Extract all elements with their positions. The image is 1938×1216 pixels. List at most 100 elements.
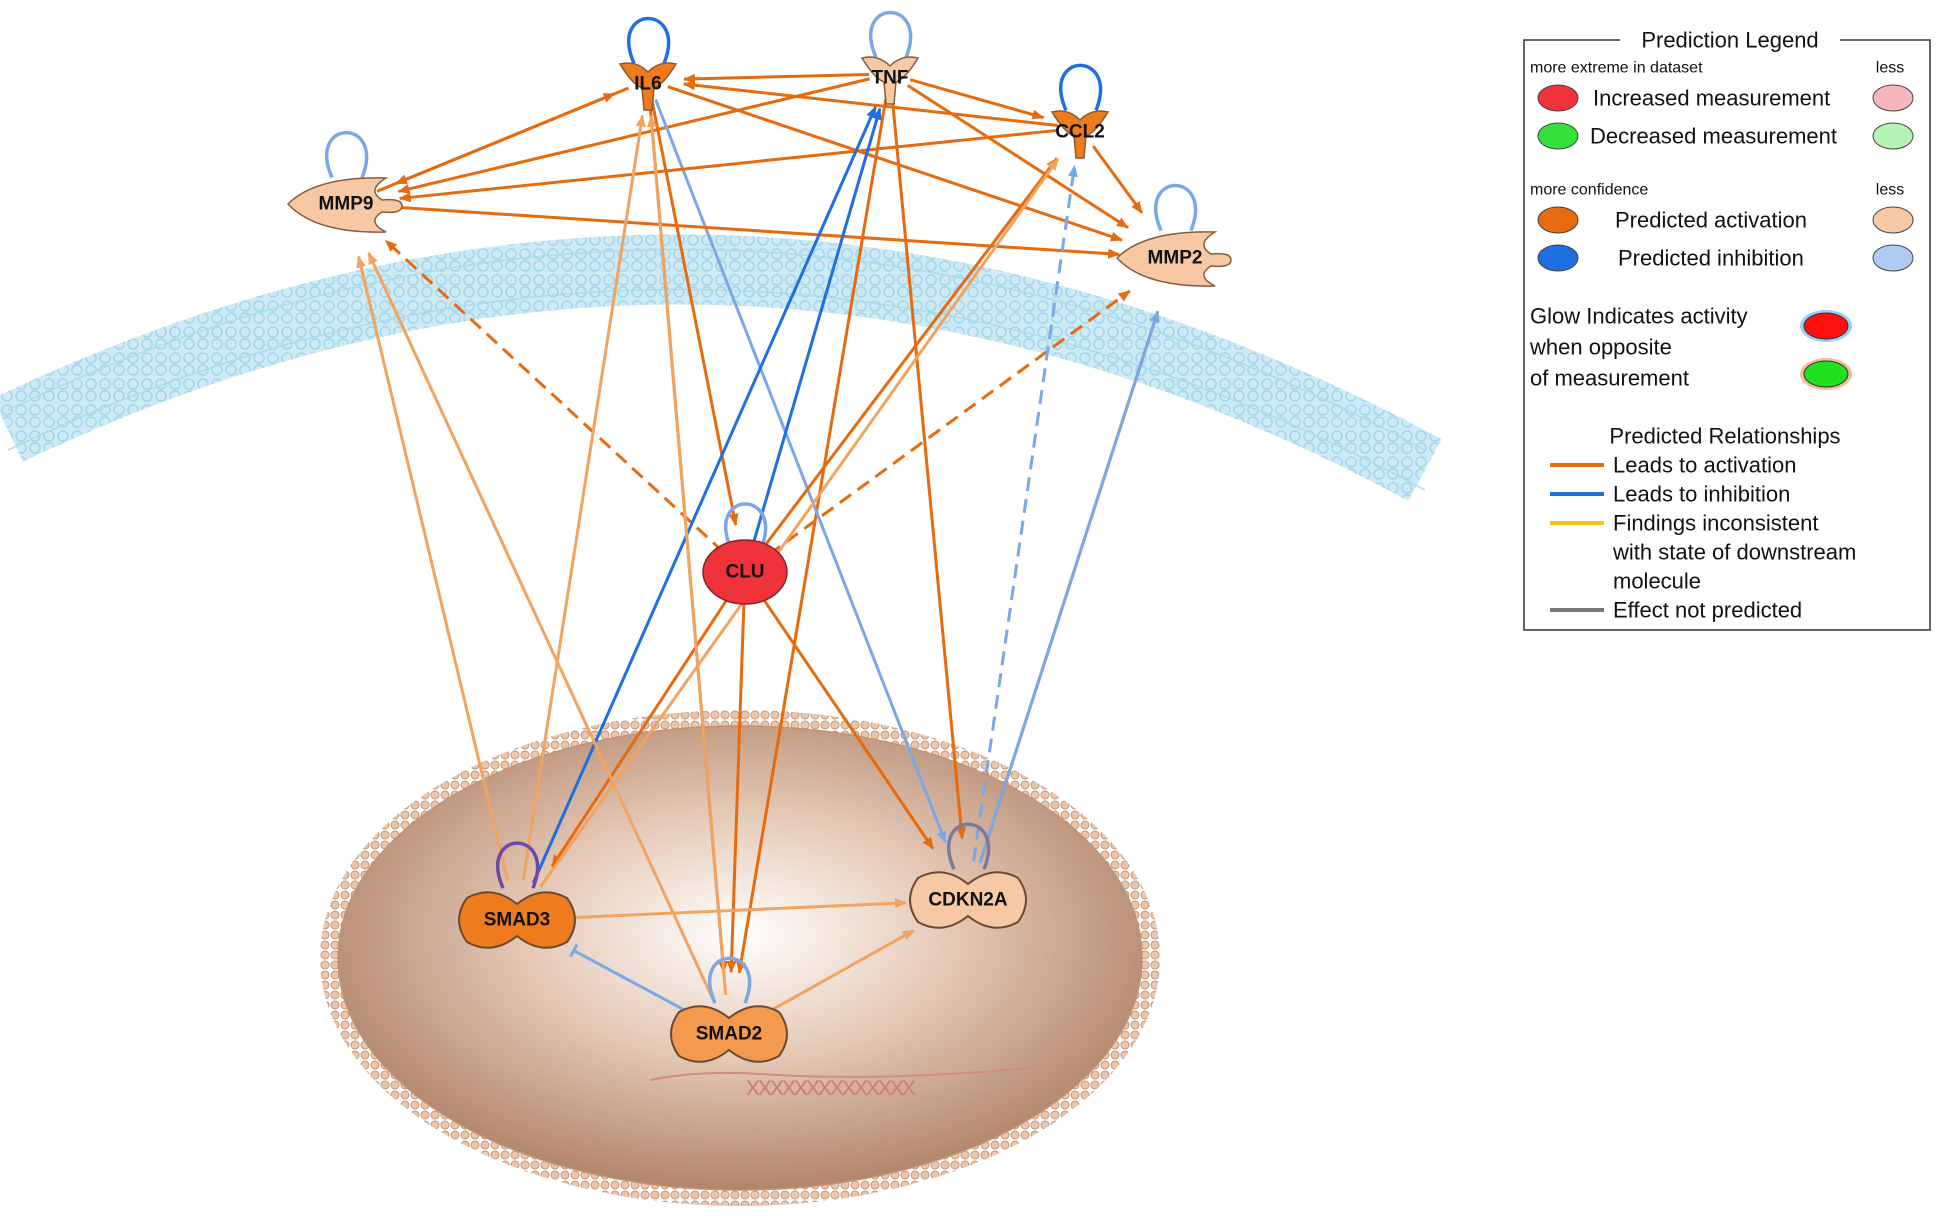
self-loop-mmp9 <box>325 131 369 179</box>
smad2-shape <box>670 1005 788 1063</box>
legend-rel-inconsistent-2: with state of downstream <box>1612 540 1856 565</box>
node-ccl2[interactable]: CCL2 <box>1050 110 1110 159</box>
cdkn2a-shape <box>909 871 1027 929</box>
edge-clu-tnf <box>751 107 882 545</box>
self-loop-il6 <box>627 16 671 65</box>
edge-smad3-il6 <box>521 114 646 881</box>
edge-clu-mmp9 <box>384 239 725 554</box>
inhibition-strong-swatch <box>1537 244 1579 272</box>
confidence-header-left: more confidence <box>1530 182 1648 199</box>
edges-layer <box>325 10 1198 1017</box>
smad2-label: SMAD2 <box>696 1024 763 1045</box>
il6-shape <box>618 62 678 111</box>
legend-rel-inconsistent-3: molecule <box>1613 569 1701 594</box>
self-loop-cdkn2a <box>947 822 991 870</box>
legend-glow-line3: of measurement <box>1530 366 1689 391</box>
plasma-membrane <box>0 234 1442 501</box>
confidence-header-right: less <box>1876 182 1904 199</box>
node-smad3[interactable]: SMAD3 <box>458 891 576 949</box>
node-clu[interactable]: CLU <box>702 539 788 605</box>
edge-smad3-cdkn2a <box>557 898 908 920</box>
legend-glow-line1: Glow Indicates activity <box>1530 304 1748 329</box>
legend-decreased: Decreased measurement <box>1590 124 1837 149</box>
dna-icon: xxxxxxxxxxxxxx <box>746 1070 916 1101</box>
edge-tnf-il6 <box>682 73 870 84</box>
mmp9-shape <box>286 177 403 233</box>
node-mmp2[interactable]: MMP2 <box>1115 231 1232 287</box>
legend-title: Prediction Legend <box>1641 28 1818 53</box>
decreased-strong-swatch <box>1537 122 1579 150</box>
ccl2-shape <box>1050 110 1110 159</box>
edge-clu-cdkn2a <box>760 595 935 850</box>
edge-mmp9-il6 <box>376 92 616 193</box>
edge-smad2-il6 <box>646 114 728 996</box>
legend-rel-not-predicted: Effect not predicted <box>1613 598 1802 623</box>
edge-tnf-ccl2 <box>909 78 1045 120</box>
self-loop-clu <box>724 502 768 550</box>
increased-light-swatch <box>1872 84 1914 112</box>
edge-cdkn2a-mmp2 <box>978 310 1160 864</box>
edge-il6-mmp2 <box>667 85 1123 242</box>
edge-tnf-cdkn2a <box>890 94 967 840</box>
edge-smad3-tnf <box>532 106 877 884</box>
tnf-label: TNF <box>872 68 909 89</box>
edge-ccl2-il6 <box>682 80 1058 128</box>
legend-inhibition: Predicted inhibition <box>1618 246 1804 271</box>
smad3-label: SMAD3 <box>484 910 551 931</box>
edge-tnf-mmp9 <box>397 77 870 194</box>
edge-smad2-smad3 <box>569 943 696 1017</box>
glow-green-swatch <box>1803 360 1849 388</box>
self-loop-tnf <box>869 10 913 59</box>
smad3-shape <box>458 891 576 949</box>
edge-clu-mmp2 <box>767 289 1131 556</box>
cdkn2a-label: CDKN2A <box>928 890 1007 911</box>
legend-activation: Predicted activation <box>1615 208 1807 233</box>
inhibition-light-swatch <box>1872 244 1914 272</box>
ccl2-label: CCL2 <box>1055 122 1105 143</box>
edge-smad3-ccl2 <box>539 158 1060 888</box>
legend-glow-line2: when opposite <box>1529 335 1672 360</box>
dna-strand <box>649 1067 1031 1081</box>
edge-smad2-mmp9 <box>367 252 714 1000</box>
edge-ccl2-mmp9 <box>398 128 1058 203</box>
edge-smad2-cdkn2a <box>762 929 915 1017</box>
decreased-light-swatch <box>1872 122 1914 150</box>
edge-il6-cdkn2a <box>654 99 947 844</box>
activation-light-swatch <box>1872 206 1914 234</box>
mmp2-shape <box>1115 231 1232 287</box>
edge-clu-smad3 <box>550 595 731 868</box>
node-il6[interactable]: IL6 <box>618 62 678 111</box>
tnf-shape <box>860 56 920 105</box>
edge-clu-ccl2 <box>761 157 1059 550</box>
mmp2-label: MMP2 <box>1148 248 1203 269</box>
node-tnf[interactable]: TNF <box>860 56 920 105</box>
legend-rel-inhibition: Leads to inhibition <box>1613 482 1790 507</box>
edge-ccl2-mmp2 <box>1092 145 1144 214</box>
self-loop-smad2 <box>708 956 752 1004</box>
legend-rel-inconsistent-1: Findings inconsistent <box>1613 511 1818 536</box>
il6-label: IL6 <box>634 74 661 95</box>
clu-label: CLU <box>725 562 764 583</box>
increased-strong-swatch <box>1537 84 1579 112</box>
node-smad2[interactable]: SMAD2 <box>670 1005 788 1063</box>
measurement-header-right: less <box>1876 60 1904 77</box>
edge-cdkn2a-ccl2 <box>972 164 1078 862</box>
node-mmp9[interactable]: MMP9 <box>286 177 403 233</box>
self-loop-ccl2 <box>1059 63 1103 112</box>
clu-shape <box>702 539 788 605</box>
glow-red-swatch <box>1803 312 1849 340</box>
self-loop-smad3 <box>496 841 540 889</box>
legend-relationships-title: Predicted Relationships <box>1609 424 1840 449</box>
mmp9-label: MMP9 <box>319 194 374 215</box>
activation-strong-swatch <box>1537 206 1579 234</box>
nucleus: xxxxxxxxxxxxxx <box>320 710 1160 1206</box>
edge-tnf-mmp2 <box>906 84 1129 229</box>
legend-increased: Increased measurement <box>1593 86 1830 111</box>
legend: Prediction Legend more extreme in datase… <box>1523 28 1931 631</box>
self-loop-mmp2 <box>1154 183 1198 232</box>
measurement-header-left: more extreme in dataset <box>1530 60 1703 77</box>
node-cdkn2a[interactable]: CDKN2A <box>909 871 1027 929</box>
edge-tnf-smad2 <box>736 94 889 974</box>
